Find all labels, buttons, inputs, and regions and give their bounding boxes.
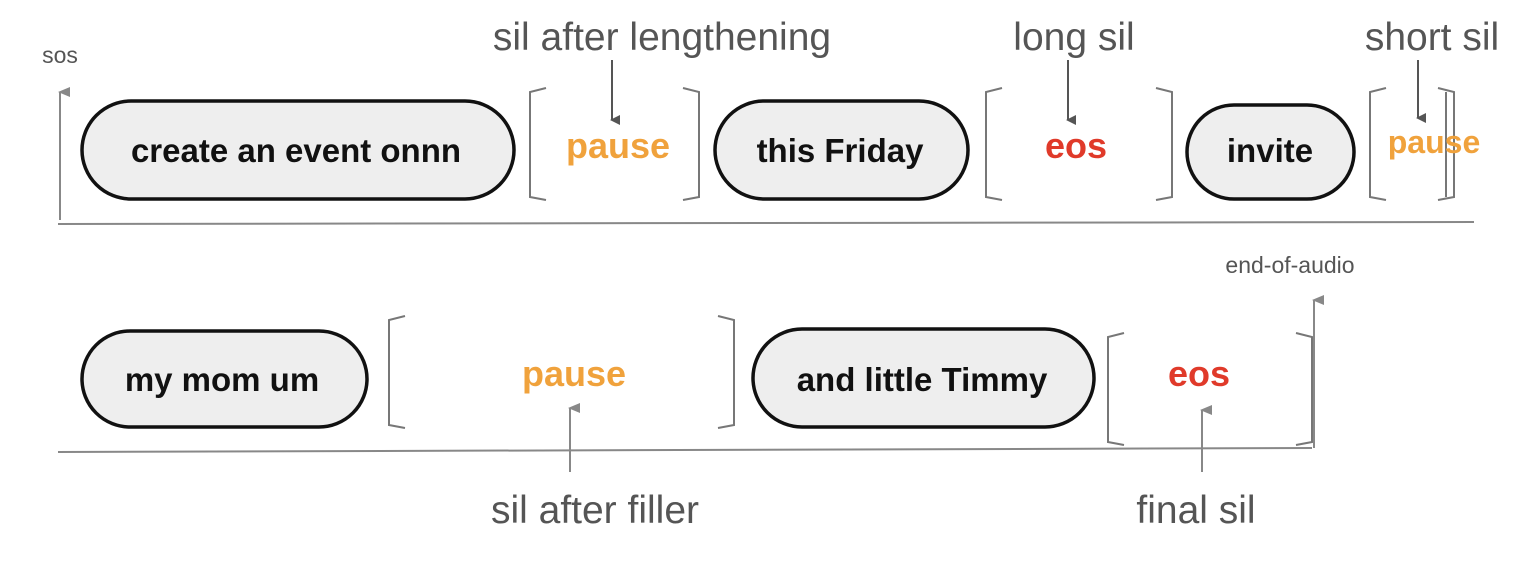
annotation-long-sil: long sil — [1013, 16, 1134, 59]
speech-pill-create-an-event-onnn — [80, 99, 516, 201]
speech-pill-label: invite — [1227, 132, 1313, 169]
row2-timeline — [57, 447, 1313, 453]
pause-token: pause — [522, 353, 626, 394]
silence-bracket-left — [985, 87, 1003, 201]
speech-pill-label: this Friday — [757, 132, 925, 169]
silence-bracket-right — [1295, 332, 1313, 446]
silence-bracket-right — [1437, 87, 1455, 201]
silence-bracket-left — [388, 315, 406, 429]
pause-token: pause — [1388, 124, 1480, 160]
end-of-audio-label: end-of-audio — [1225, 252, 1354, 278]
speech-pill-label: and little Timmy — [797, 361, 1048, 398]
speech-pill-my-mom-um — [80, 329, 369, 429]
sos-label: sos — [42, 42, 78, 68]
silence-bracket-left — [1369, 87, 1387, 201]
speech-pill-this-friday — [713, 99, 970, 201]
pause-token: pause — [566, 125, 670, 166]
silence-bracket-right — [682, 87, 700, 201]
row1-timeline — [57, 221, 1475, 225]
annotation-sil-after-filler: sil after filler — [491, 489, 699, 532]
silence-bracket-left — [1107, 332, 1125, 446]
eos-token: eos — [1045, 125, 1107, 166]
annotation-short-sil: short sil — [1365, 16, 1499, 59]
silence-bracket-right — [717, 315, 735, 429]
eos-token: eos — [1168, 353, 1230, 394]
speech-pill-label: create an event onnn — [131, 132, 461, 169]
annotation-final-sil: final sil — [1136, 489, 1255, 532]
speech-pill-invite — [1185, 103, 1356, 201]
speech-pill-and-little-timmy — [751, 327, 1096, 429]
silence-bracket-right — [1155, 87, 1173, 201]
silence-bracket-left — [529, 87, 547, 201]
annotation-sil-after-lengthening: sil after lengthening — [493, 16, 831, 59]
speech-pill-label: my mom um — [125, 361, 319, 398]
